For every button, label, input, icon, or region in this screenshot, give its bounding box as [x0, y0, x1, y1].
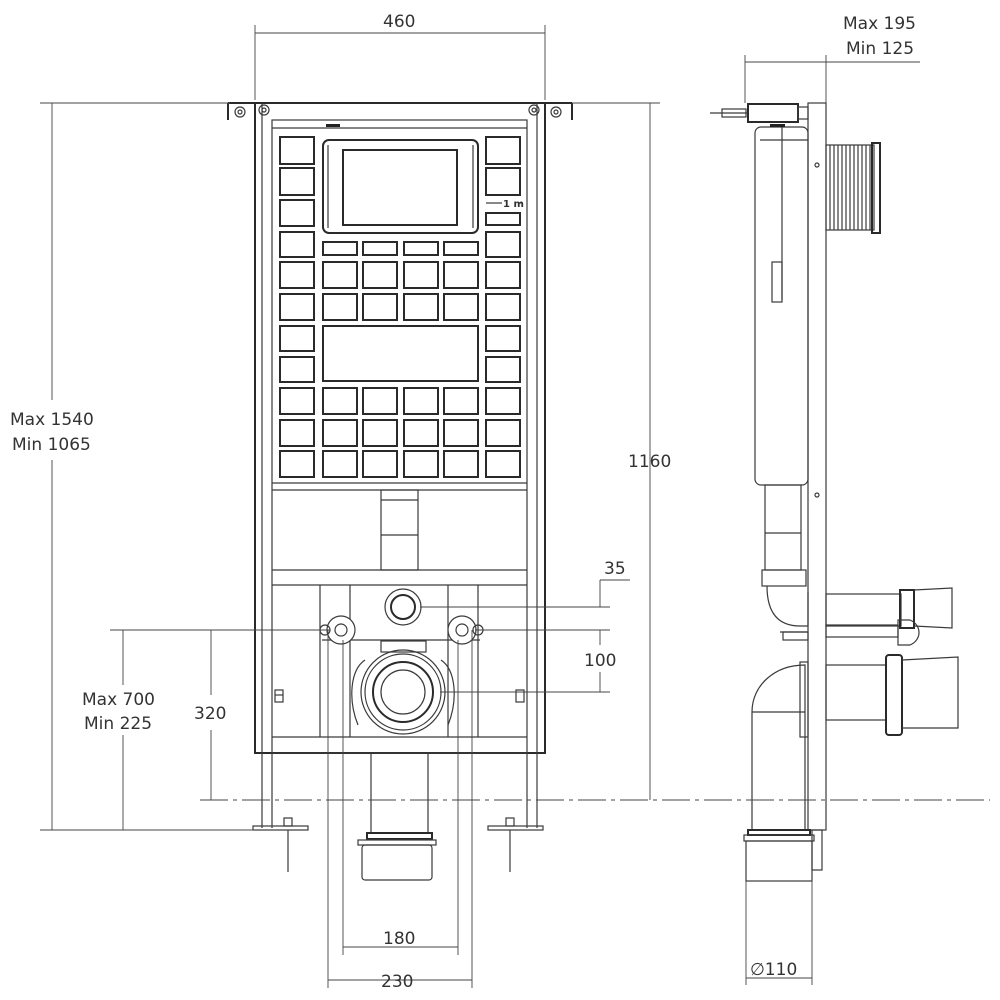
- grid-cell: [322, 261, 358, 289]
- depth-min-label: Min 125: [846, 39, 914, 59]
- grid-cell: [362, 293, 398, 321]
- grid-cell: [279, 199, 315, 227]
- grid-cell: [279, 450, 315, 478]
- grid-cell: [485, 325, 521, 352]
- frame-height-label: 1160: [628, 452, 671, 472]
- lower-frame: [272, 482, 527, 738]
- grid-cell: [443, 387, 479, 415]
- grid-cell: [279, 231, 315, 258]
- cistern-body: [754, 124, 809, 486]
- outlet-connector: [351, 640, 455, 735]
- outlet-height-min-label: Min 225: [84, 714, 152, 734]
- grid-cell: [443, 293, 479, 321]
- grid-cell: [443, 241, 479, 256]
- grid-cell: [485, 450, 521, 478]
- frame-grid: [279, 136, 521, 478]
- grid-cell: [362, 241, 398, 256]
- inlet-pipe: [384, 588, 422, 626]
- grid-cell: [279, 356, 315, 383]
- overall-height-min-label: Min 1065: [12, 435, 91, 455]
- top-brackets: [227, 102, 573, 120]
- one-meter-mark: 1 m: [485, 199, 524, 226]
- grid-cell: [485, 167, 521, 196]
- grid-cell: [322, 419, 358, 447]
- grid-cell: [322, 387, 358, 415]
- dimension-labels: 460 Max 1540 Min 1065 1160 35 100 Max 70…: [10, 12, 916, 992]
- top-fitting: [710, 103, 809, 123]
- pipe-diameter-label: ∅110: [750, 960, 797, 980]
- inlet-spacing-label: 100: [584, 651, 616, 671]
- grid-cell: [485, 136, 521, 165]
- legs-and-feet: [252, 753, 544, 872]
- grid-cell: [362, 387, 398, 415]
- grid-cell: [485, 293, 521, 321]
- drain-pipe: [357, 752, 437, 881]
- grid-cell: [443, 450, 479, 478]
- front-view: 1 m: [227, 102, 573, 881]
- grid-cell: [403, 387, 439, 415]
- grid-cell: [403, 261, 439, 289]
- grid-cell: [322, 241, 358, 256]
- grid-cell: [403, 419, 439, 447]
- grid-cell: [485, 419, 521, 447]
- side-view: [710, 102, 959, 882]
- grid-cell: [279, 136, 315, 165]
- cistern-window: [322, 139, 479, 234]
- grid-cell: [279, 419, 315, 447]
- grid-cell: [403, 241, 439, 256]
- grid-cell: [279, 261, 315, 289]
- grid-cell: [362, 419, 398, 447]
- grid-cell: [485, 356, 521, 383]
- grid-cell: [279, 325, 315, 352]
- grid-cell: [322, 325, 479, 382]
- grid-cell: [403, 293, 439, 321]
- grid-cell: [322, 293, 358, 321]
- grid-cell: [279, 167, 315, 196]
- wall-plate: [807, 102, 827, 871]
- width-dim-label: 460: [383, 12, 415, 32]
- dimension-lines: [40, 25, 920, 988]
- flush-pipe-ring: [825, 142, 881, 234]
- grid-cell: [485, 387, 521, 415]
- bolt-spacing-label: 180: [383, 929, 415, 949]
- grid-cell: [485, 231, 521, 258]
- outlet-bend: [743, 654, 959, 882]
- grid-cell: [362, 450, 398, 478]
- depth-max-label: Max 195: [843, 14, 916, 34]
- inlet-connectors: [780, 587, 953, 646]
- grid-cell: [485, 261, 521, 289]
- grid-cell: [362, 261, 398, 289]
- one-meter-label: 1 m: [503, 199, 524, 210]
- grid-cell: [403, 450, 439, 478]
- grid-cell: [279, 387, 315, 415]
- bolt-height-label: 320: [194, 704, 226, 724]
- grid-cell: [443, 419, 479, 447]
- outlet-height-max-label: Max 700: [82, 690, 155, 710]
- pipe-spacing-label: 230: [381, 972, 413, 992]
- downpipe: [761, 484, 809, 627]
- grid-cell: [279, 293, 315, 321]
- inlet-offset-label: 35: [604, 559, 626, 579]
- overall-height-max-label: Max 1540: [10, 410, 94, 430]
- grid-cell: [322, 450, 358, 478]
- grid-cell: [443, 261, 479, 289]
